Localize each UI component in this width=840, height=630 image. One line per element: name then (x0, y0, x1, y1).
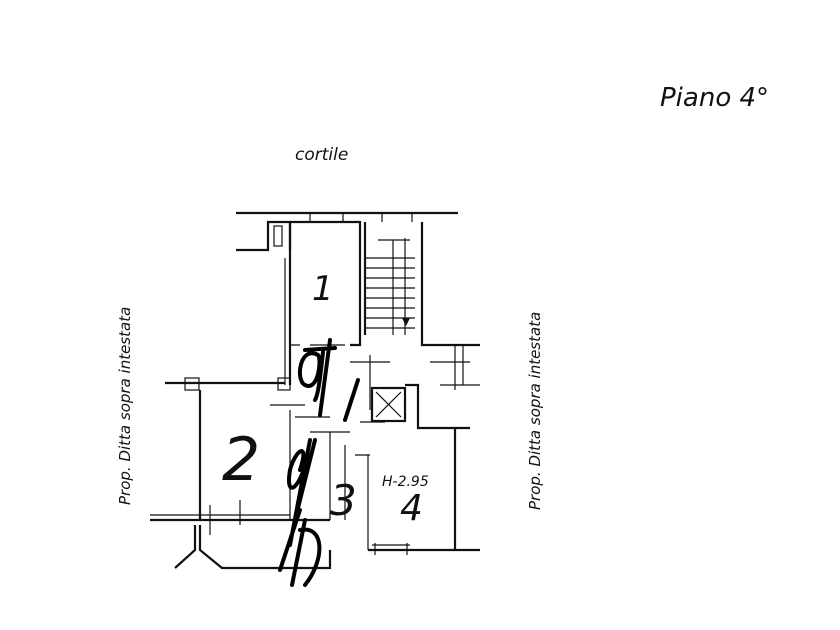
walls (150, 211, 480, 570)
neighbor-left-label: Prop. Ditta sopra intestata (116, 307, 134, 505)
courtyard-label: cortile (295, 145, 348, 165)
room-2-number: 2 (222, 425, 260, 495)
room-numbers: 1 2 3 4 H-2.95 (222, 269, 429, 529)
floor-title: Piano 4° (660, 83, 769, 113)
handwritten-scribbles (278, 338, 360, 587)
neighbor-right-label: Prop. Ditta sopra intestata (526, 312, 544, 510)
room-1-number: 1 (312, 269, 334, 309)
room-3-number: 3 (330, 476, 357, 525)
ceiling-height-label: H-2.95 (382, 474, 429, 490)
room-4-number: 4 (400, 488, 423, 529)
